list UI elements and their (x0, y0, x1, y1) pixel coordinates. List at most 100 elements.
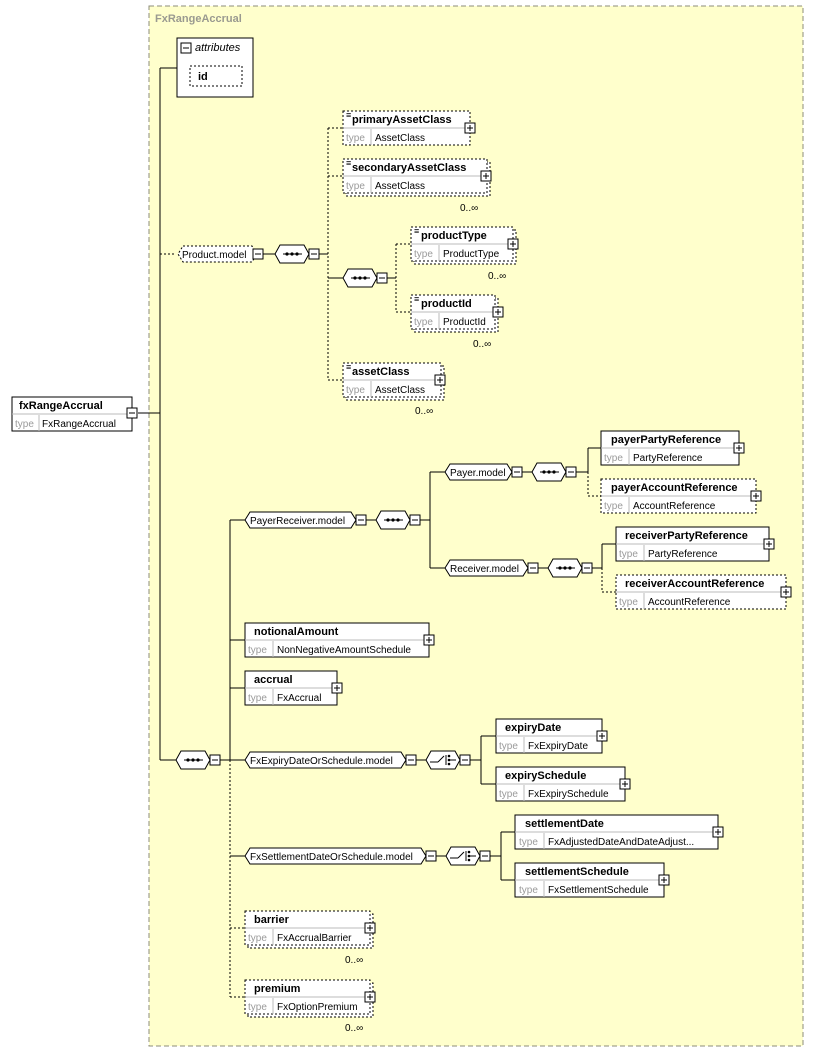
element-notionalAmount[interactable]: notionalAmount type NonNegativeAmountSch… (244, 622, 435, 658)
cardinality: 0..∞ (345, 1023, 363, 1034)
type-value: AccountReference (633, 501, 716, 512)
element-settlementDate[interactable]: settlementDate type FxAdjustedDateAndDat… (514, 814, 724, 850)
expand-plus-icon[interactable] (423, 634, 435, 646)
root-element[interactable]: fxRangeAccrual type FxRangeAccrual (11, 396, 138, 432)
expand-plus-icon[interactable] (750, 490, 762, 502)
element-name: notionalAmount (254, 626, 339, 638)
element-settlementSchedule[interactable]: settlementSchedule type FxSettlementSche… (514, 862, 670, 898)
payer-receiver-model-group[interactable]: PayerReceiver.model (244, 511, 367, 529)
expand-plus-icon[interactable] (364, 922, 376, 934)
type-label: type (619, 549, 638, 560)
element-flag-icon: ≡ (414, 294, 419, 304)
expand-plus-icon[interactable] (492, 306, 504, 318)
collapse-minus-icon[interactable] (355, 514, 367, 526)
element-name: barrier (254, 914, 290, 926)
element-expirySchedule[interactable]: expirySchedule type FxExpirySchedule (495, 766, 631, 802)
payer-receiver-model-label: PayerReceiver.model (250, 516, 345, 527)
element-expiryDate[interactable]: expiryDate type FxExpiryDate (495, 718, 608, 754)
element-secondaryAssetClass[interactable]: ≡ secondaryAssetClass type AssetClass 0.… (342, 158, 492, 214)
collapse-minus-icon[interactable] (308, 248, 320, 260)
expand-plus-icon[interactable] (658, 874, 670, 886)
product-model-group[interactable]: Product.model (177, 245, 264, 263)
type-value: FxExpiryDate (528, 741, 588, 752)
product-model-label: Product.model (182, 250, 246, 261)
expand-plus-icon[interactable] (364, 991, 376, 1003)
element-name: expirySchedule (505, 770, 586, 782)
expand-plus-icon[interactable] (763, 538, 775, 550)
expand-plus-icon[interactable] (780, 586, 792, 598)
receiver-model-group[interactable]: Receiver.model (444, 559, 539, 577)
collapse-minus-icon[interactable] (425, 850, 437, 862)
sequence-compositor[interactable] (375, 510, 421, 530)
expiry-model-label: FxExpiryDateOrSchedule.model (250, 756, 393, 767)
type-value: AccountReference (648, 597, 731, 608)
expand-plus-icon[interactable] (464, 122, 476, 134)
element-productId[interactable]: ≡ productId type ProductId 0..∞ (410, 294, 504, 350)
collapse-minus-icon[interactable] (126, 407, 138, 419)
collapse-minus-icon[interactable] (511, 466, 523, 478)
choice-compositor[interactable] (445, 846, 491, 866)
expand-plus-icon[interactable] (596, 730, 608, 742)
payer-model-group[interactable]: Payer.model (444, 463, 523, 481)
sequence-compositor[interactable] (274, 244, 320, 264)
attributes-group: attributes id (176, 37, 254, 98)
type-label: type (414, 249, 433, 260)
element-payerPartyReference[interactable]: payerPartyReference type PartyReference (600, 430, 745, 466)
element-accrual[interactable]: accrual type FxAccrual (244, 670, 343, 706)
element-assetClass[interactable]: ≡ assetClass type AssetClass 0..∞ (342, 362, 446, 417)
element-name: receiverAccountReference (625, 578, 764, 590)
element-premium[interactable]: premium type FxOptionPremium 0..∞ (244, 979, 376, 1034)
type-value: FxOptionPremium (277, 1002, 358, 1013)
type-label: type (248, 693, 267, 704)
collapse-minus-icon[interactable] (209, 754, 221, 766)
collapse-minus-icon[interactable] (527, 562, 539, 574)
element-payerAccountReference[interactable]: payerAccountReference type AccountRefere… (600, 478, 762, 514)
element-barrier[interactable]: barrier type FxAccrualBarrier 0..∞ (244, 910, 376, 966)
element-flag-icon: ≡ (346, 110, 351, 120)
payer-model-label: Payer.model (450, 468, 506, 479)
settlement-model-group[interactable]: FxSettlementDateOrSchedule.model (244, 847, 437, 865)
collapse-minus-icon[interactable] (376, 272, 388, 284)
element-receiverAccountReference[interactable]: receiverAccountReference type AccountRef… (615, 574, 792, 610)
sequence-compositor[interactable] (547, 558, 593, 578)
collapse-minus-icon[interactable] (565, 466, 577, 478)
collapse-minus-icon[interactable] (581, 562, 593, 574)
expand-plus-icon[interactable] (331, 682, 343, 694)
element-name: payerAccountReference (611, 482, 738, 494)
type-label: type (619, 597, 638, 608)
collapse-minus-icon[interactable] (409, 514, 421, 526)
expand-plus-icon[interactable] (507, 238, 519, 250)
expand-plus-icon[interactable] (712, 826, 724, 838)
type-value: FxAdjustedDateAndDateAdjust... (548, 837, 694, 848)
collapse-minus-icon[interactable] (405, 754, 417, 766)
attribute-box (189, 65, 243, 87)
sequence-compositor[interactable] (175, 750, 221, 770)
type-value: ProductId (443, 317, 486, 328)
type-value: FxSettlementSchedule (548, 885, 649, 896)
element-receiverPartyReference[interactable]: receiverPartyReference type PartyReferen… (615, 526, 775, 562)
element-name: accrual (254, 674, 293, 686)
element-name: receiverPartyReference (625, 530, 748, 542)
type-value: FxRangeAccrual (42, 419, 116, 430)
type-label: type (519, 837, 538, 848)
type-value: ProductType (443, 249, 500, 260)
collapse-minus-icon[interactable] (479, 850, 491, 862)
expand-plus-icon[interactable] (434, 374, 446, 386)
expand-plus-icon[interactable] (619, 778, 631, 790)
attributes-label: attributes (195, 42, 241, 54)
sequence-compositor[interactable] (342, 268, 388, 288)
collapse-minus-icon[interactable] (252, 248, 264, 260)
element-productType[interactable]: ≡ productType type ProductType 0..∞ (410, 226, 519, 282)
expand-plus-icon[interactable] (733, 442, 745, 454)
type-value: AssetClass (375, 133, 425, 144)
sequence-compositor[interactable] (531, 462, 577, 482)
choice-compositor[interactable] (425, 750, 471, 770)
collapse-minus-icon[interactable] (180, 42, 192, 54)
type-label: type (414, 317, 433, 328)
element-primaryAssetClass[interactable]: ≡ primaryAssetClass type AssetClass (342, 110, 476, 146)
expand-plus-icon[interactable] (480, 170, 492, 182)
type-label: type (499, 741, 518, 752)
expiry-model-group[interactable]: FxExpiryDateOrSchedule.model (244, 751, 417, 769)
collapse-minus-icon[interactable] (459, 754, 471, 766)
